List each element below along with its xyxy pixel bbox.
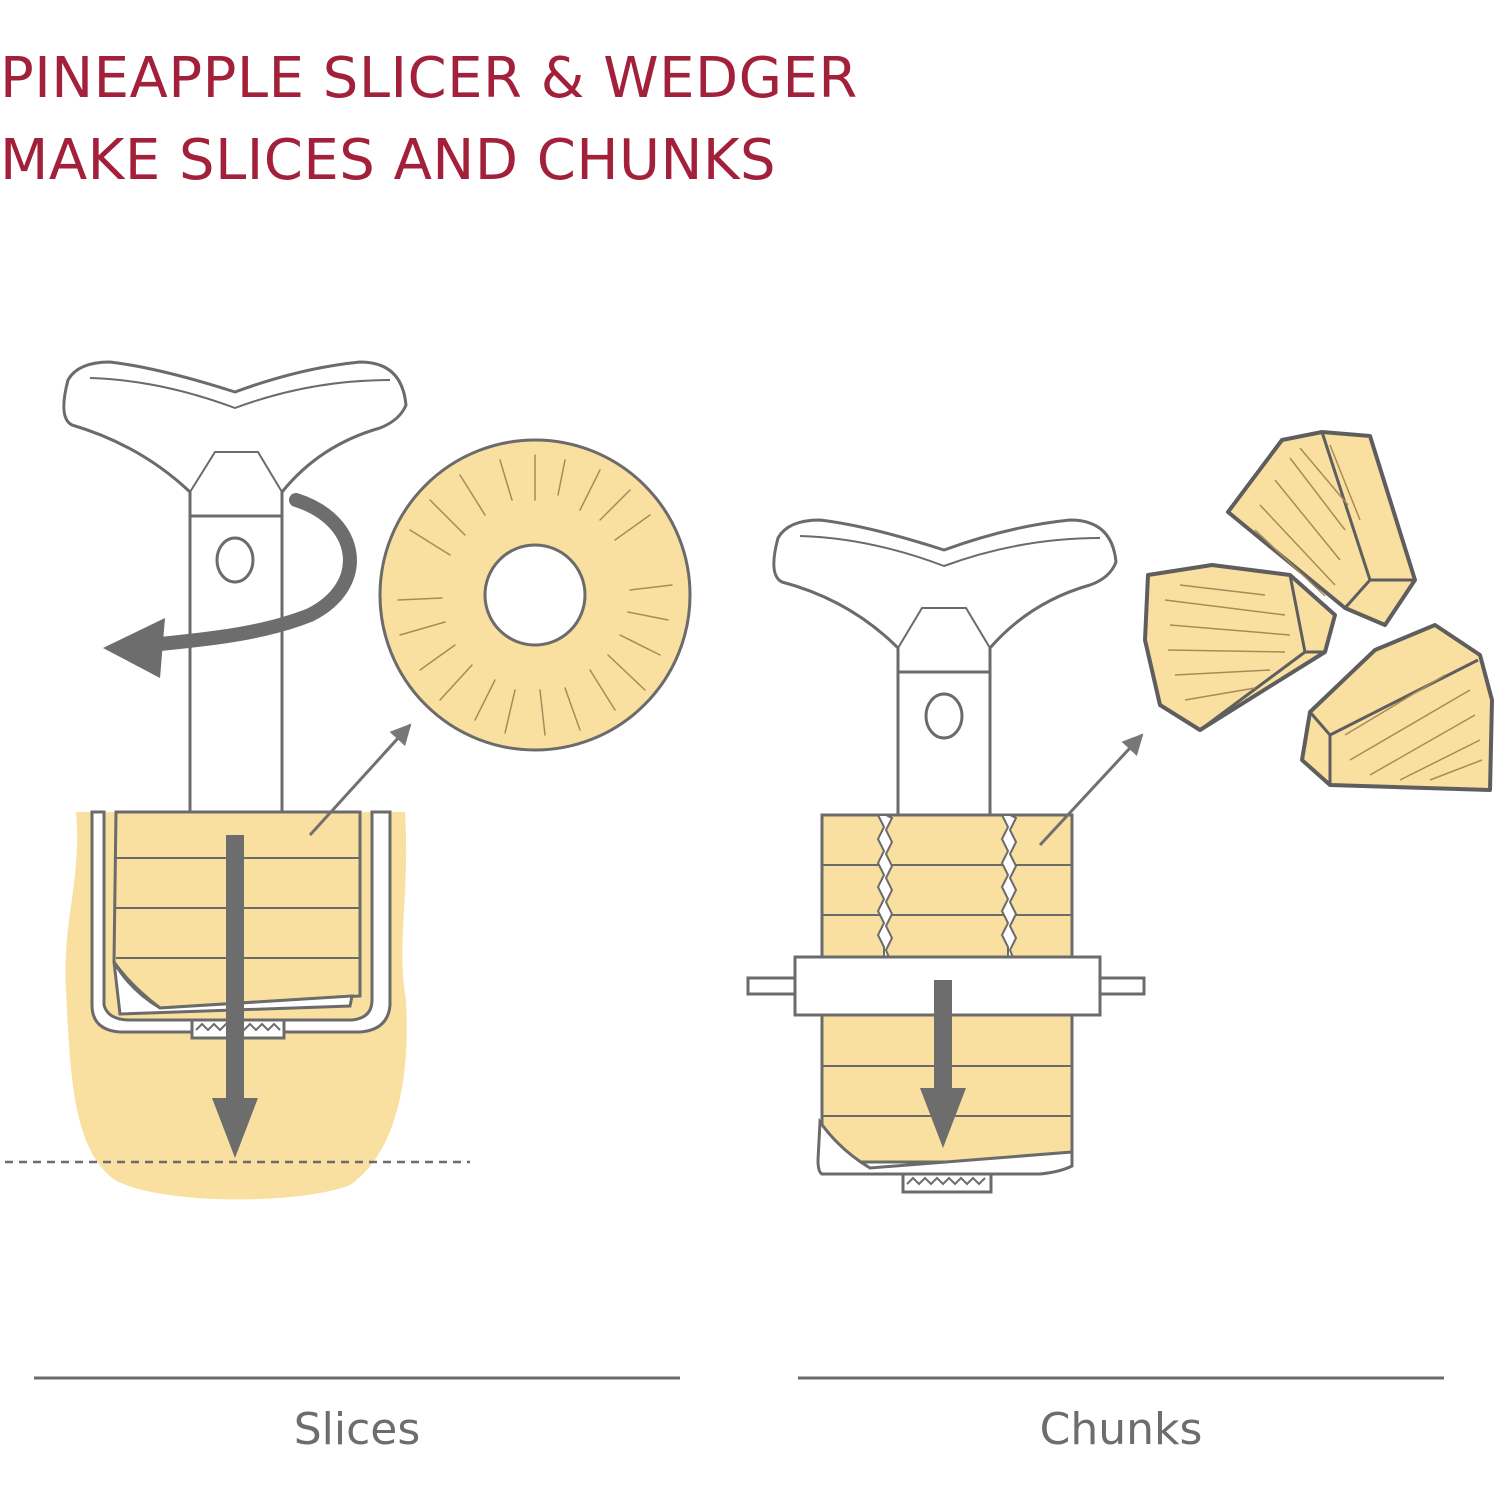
pointer-arrow-slice bbox=[308, 723, 412, 837]
corer-blade bbox=[112, 961, 354, 1016]
corer-cup bbox=[90, 810, 392, 1034]
pineapple-ring bbox=[378, 438, 692, 752]
caption-slices: Slices bbox=[293, 1404, 421, 1455]
shaft-hole bbox=[215, 536, 255, 584]
pineapple-chunk-1 bbox=[1226, 430, 1417, 627]
pineapple-chunk-3 bbox=[1300, 623, 1494, 792]
rotate-arrow bbox=[143, 493, 357, 652]
pineapple-chunk-2 bbox=[1143, 563, 1337, 732]
wedger-shaft-hole bbox=[924, 692, 964, 740]
page-heading: PINEAPPLE SLICER & WEDGER MAKE SLICES AN… bbox=[0, 38, 858, 202]
push-down-arrow-chunks bbox=[934, 980, 952, 1090]
slicer-handle bbox=[62, 360, 408, 518]
slices-illustration bbox=[5, 360, 692, 1200]
slicer-shaft bbox=[188, 514, 284, 814]
push-down-arrow bbox=[226, 835, 244, 1100]
chunk-stack-upper bbox=[820, 813, 1074, 967]
chunks-illustration bbox=[746, 430, 1494, 1194]
wedger-blade bbox=[816, 1117, 1074, 1176]
heading-line-1: PINEAPPLE SLICER & WEDGER bbox=[0, 46, 858, 111]
caption-chunks: Chunks bbox=[1039, 1404, 1203, 1455]
pointer-arrow-chunks bbox=[1038, 733, 1144, 847]
heading-line-2: MAKE SLICES AND CHUNKS bbox=[0, 128, 777, 193]
wedger-handle bbox=[772, 518, 1118, 674]
